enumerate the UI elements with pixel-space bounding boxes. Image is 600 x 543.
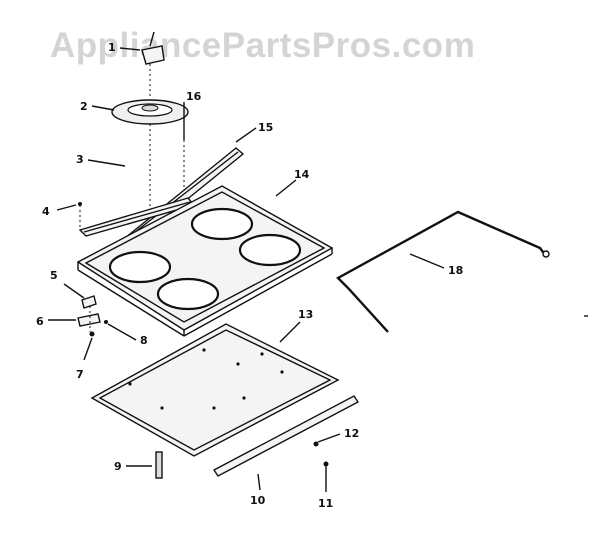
callout-1: 1 bbox=[108, 41, 116, 54]
callout-5: 5 bbox=[50, 269, 58, 282]
part-14-cooktop bbox=[76, 179, 334, 337]
parts-11-12-screws bbox=[313, 433, 341, 492]
burner-opening-rear-right bbox=[238, 233, 302, 267]
watermark-text: AppliancePartsPros.com bbox=[50, 26, 475, 65]
callout-9: 9 bbox=[114, 460, 122, 473]
callout-3: 3 bbox=[76, 153, 84, 166]
parts-5-8-hinge-hardware bbox=[48, 283, 137, 361]
callout-11: 11 bbox=[318, 497, 333, 510]
burner-opening-rear-left bbox=[190, 207, 254, 241]
part-10-front-trim bbox=[212, 395, 360, 491]
part-9-pin bbox=[126, 451, 163, 479]
callout-labels: 1 2 3 4 5 6 7 8 9 10 11 12 13 14 15 16 1… bbox=[36, 41, 463, 510]
callout-6: 6 bbox=[36, 315, 44, 328]
part-2-drip-bowl bbox=[91, 64, 189, 255]
callout-13: 13 bbox=[298, 308, 313, 321]
burner-opening-front-right bbox=[156, 277, 220, 311]
part-13-bottom-pan bbox=[90, 321, 340, 457]
callout-14: 14 bbox=[294, 168, 310, 181]
callout-8: 8 bbox=[140, 334, 148, 347]
callout-2: 2 bbox=[80, 100, 88, 113]
callout-10: 10 bbox=[250, 494, 266, 507]
part-1-knob bbox=[119, 31, 165, 65]
callout-15: 15 bbox=[258, 121, 273, 134]
part-18-support-rod bbox=[336, 210, 550, 333]
callout-7: 7 bbox=[76, 368, 84, 381]
callout-16: 16 bbox=[186, 90, 202, 103]
burner-opening-front-left bbox=[108, 250, 172, 284]
part-15-trim-strip bbox=[123, 127, 257, 245]
callout-18: 18 bbox=[448, 264, 463, 277]
callout-4: 4 bbox=[42, 205, 50, 218]
callout-12: 12 bbox=[344, 427, 359, 440]
